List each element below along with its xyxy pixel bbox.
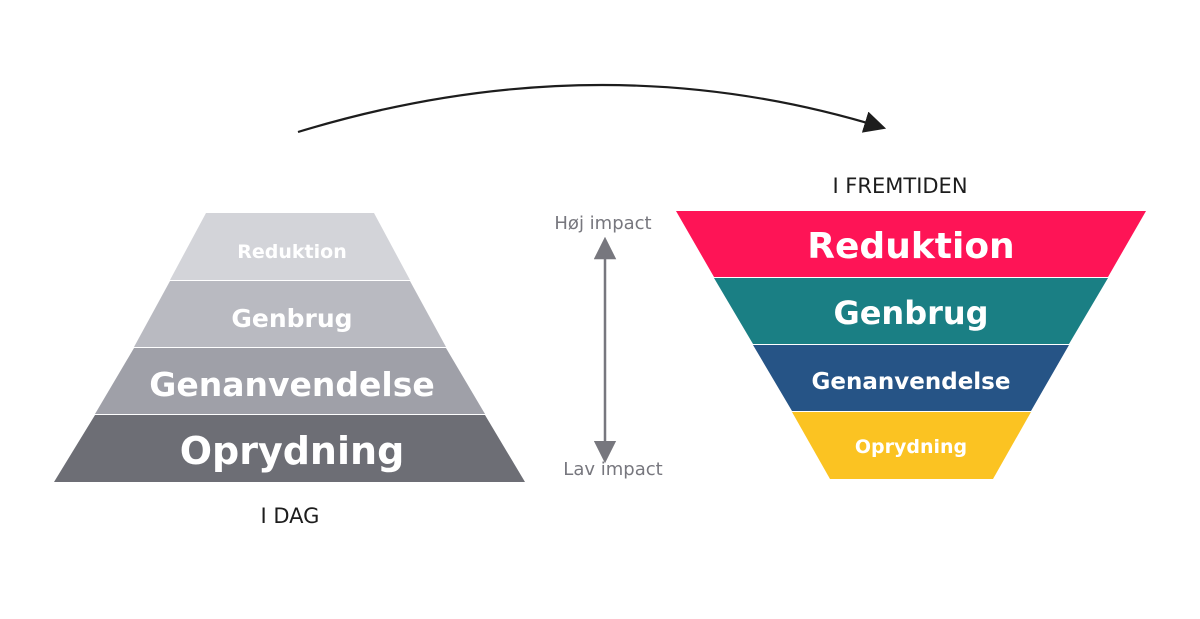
pyramid-label-genanvendelse: Genanvendelse [149, 365, 434, 404]
transition-arrow [297, 83, 887, 134]
funnel-label-reduktion: Reduktion [807, 226, 1014, 267]
pyramid-label-genbrug: Genbrug [231, 304, 352, 333]
funnel-label-genbrug: Genbrug [833, 294, 988, 332]
funnel-tier-reduktion [676, 211, 1146, 277]
scale-bottom-label: Lav impact [563, 459, 662, 480]
pyramid-tier-reduktion [170, 213, 410, 280]
pyramid-tier-genanvendelse [95, 348, 485, 414]
scale-top-label: Høj impact [554, 213, 651, 234]
pyramid-label-reduktion: Reduktion [237, 241, 346, 263]
pyramid-tier-genbrug [134, 281, 446, 347]
impact-scale: Høj impact Lav impact [554, 213, 662, 480]
funnel-tier-genanvendelse [753, 345, 1069, 411]
funnel-tier-genbrug [714, 278, 1108, 344]
caption-today: I DAG [261, 504, 320, 528]
caption-future: I FREMTIDEN [832, 174, 967, 198]
funnel-tier-oprydning [792, 412, 1031, 479]
pyramid-tier-oprydning [54, 415, 525, 482]
funnel-label-genanvendelse: Genanvendelse [812, 369, 1011, 395]
pyramid-today: Reduktion Genbrug Genanvendelse Oprydnin… [54, 213, 525, 528]
funnel-label-oprydning: Oprydning [855, 436, 967, 458]
pyramid-label-oprydning: Oprydning [180, 429, 405, 473]
inverted-pyramid-future: I FREMTIDEN Reduktion Genbrug Genanvende… [676, 174, 1146, 479]
